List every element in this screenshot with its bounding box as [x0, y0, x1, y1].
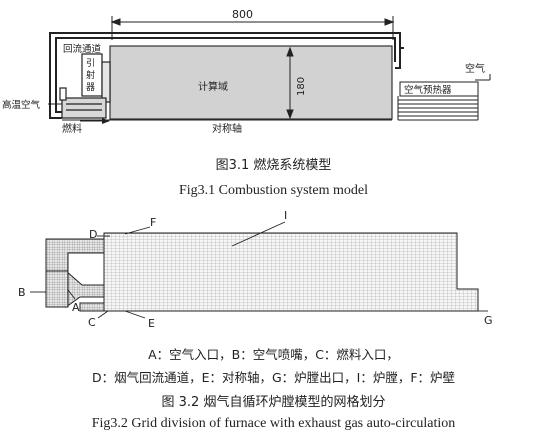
air-preheater: [397, 81, 479, 121]
combustion-system-diagram: 800 计算域 180 引 射 器 回流通道 高温空气 燃料 对称轴: [2, 8, 491, 135]
figure-3-2-caption-cn: 图 3.2 烟气自循环炉膛模型的网格划分: [161, 395, 386, 410]
computational-domain-label: 计算域: [198, 80, 228, 93]
furnace-grid-diagram: I F D B A C E G: [18, 209, 493, 330]
recirculation-duct: [49, 32, 404, 119]
air-inlet-arrow: [475, 74, 491, 81]
label-I: I: [284, 209, 287, 222]
symmetry-axis-label: 对称轴: [212, 122, 242, 135]
figure-3-1-caption-cn: 图3.1 燃烧系统模型: [215, 158, 332, 173]
hot-air-label: 高温空气: [2, 99, 41, 111]
figure-3-2-caption-en: Fig3.2 Grid division of furnace with exh…: [91, 416, 456, 431]
figure-3-2-legend-line-2: D：烟气回流通道，E：对称轴，G：炉膛出口，I：炉膛，F：炉壁: [91, 370, 456, 385]
dimension-800: [110, 16, 395, 40]
induced-draft-device: [59, 53, 111, 119]
figure-3-2-legend-line-1: A：空气入口，B：空气喷嘴，C：燃料入口，: [148, 347, 399, 362]
air-label: 空气: [465, 62, 485, 75]
furnace-mesh: [103, 232, 479, 312]
induced-draft-label-1: 引: [86, 58, 95, 69]
dimension-180-label: 180: [296, 77, 307, 96]
induced-draft-label-3: 器: [86, 82, 95, 93]
label-B: B: [18, 286, 26, 299]
label-C: C: [88, 316, 96, 329]
leader-lines: [30, 221, 488, 319]
label-D: D: [89, 228, 97, 241]
label-A: A: [72, 301, 80, 314]
air-nozzle-mesh: [45, 270, 69, 308]
figure-3-1-caption-en: Fig3.1 Combustion system model: [178, 183, 368, 198]
fuel-inlet-mesh: [79, 302, 105, 312]
air-preheater-label: 空气预热器: [404, 84, 452, 96]
label-G: G: [484, 314, 493, 327]
recirculation-channel-label: 回流通道: [63, 43, 102, 55]
dimension-180: [286, 46, 294, 120]
dimension-800-label: 800: [232, 8, 253, 21]
label-E: E: [148, 317, 155, 330]
computational-domain: [109, 45, 393, 120]
fuel-inlet-arrow: [80, 118, 110, 124]
fuel-label: 燃料: [62, 122, 82, 135]
recirculation-channel-mesh: [45, 238, 105, 272]
induced-draft-label-2: 射: [86, 69, 95, 81]
label-F: F: [150, 216, 156, 229]
